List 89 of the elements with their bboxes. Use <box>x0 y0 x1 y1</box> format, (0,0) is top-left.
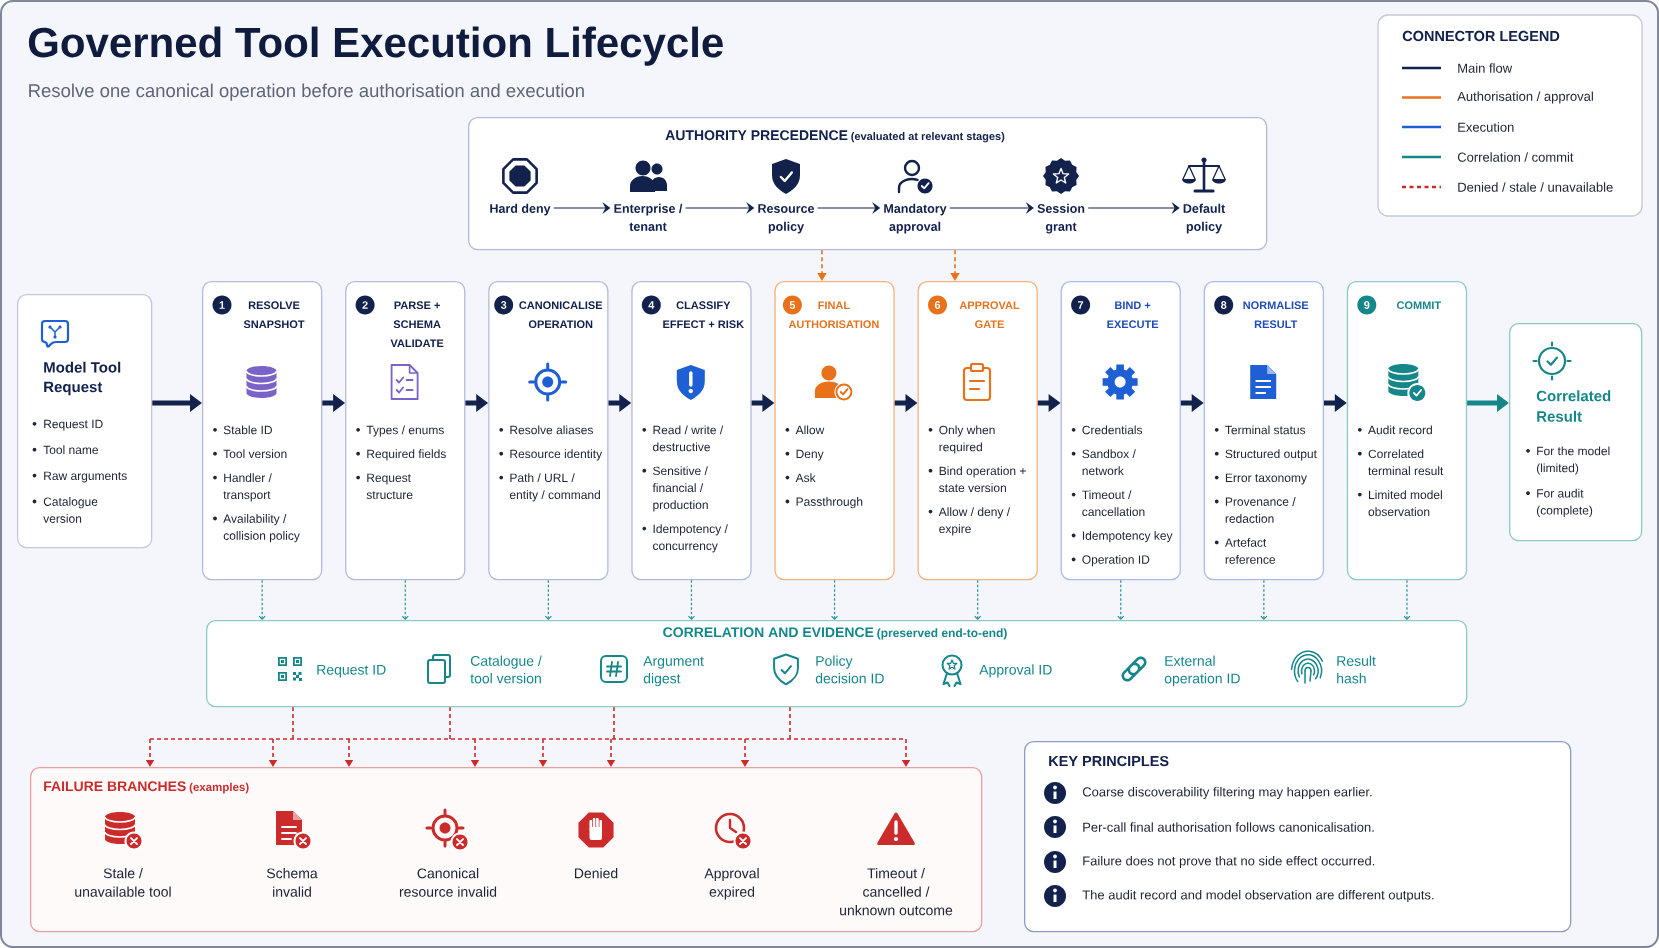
list-item: Sandbox / network <box>1082 449 1136 476</box>
dashed-arrow <box>817 249 827 281</box>
dashed-arrow <box>544 579 552 620</box>
item-label: Mandatory approval <box>884 203 947 234</box>
number-badge: 1 <box>212 295 232 315</box>
failure-label: Schema invalid <box>266 868 318 897</box>
principle-text: Coarse discoverability filtering may happen earlier. <box>1082 786 1372 800</box>
list-item: Tool version <box>223 449 287 459</box>
list-item: Request ID <box>44 419 103 431</box>
list-item: Allow <box>795 425 825 435</box>
evidence-label: Result hash <box>1337 655 1376 684</box>
list-item: Tool name <box>43 445 98 455</box>
legend-label: Correlation / commit <box>1457 152 1574 162</box>
dashed-arrow <box>401 579 409 620</box>
list-item: Error taxonomy <box>1225 473 1307 485</box>
list-item: Operation ID <box>1082 555 1150 567</box>
failure-label: Canonical resource invalid <box>399 868 497 897</box>
list-item: For audit (complete) <box>1536 488 1593 517</box>
dashed-arrow <box>687 579 696 620</box>
item-label: Hard deny <box>490 203 551 216</box>
dashed-arrow <box>1260 579 1268 620</box>
list-item: Timeout / cancellation <box>1082 490 1145 516</box>
list-item: Resource identity <box>510 449 603 461</box>
evidence-label: Request ID <box>317 664 386 678</box>
number-badge: 8 <box>1214 295 1234 315</box>
principle-text: Per-call final authorisation follows canonicalisation. <box>1083 822 1374 832</box>
legend-label: Main flow <box>1458 63 1513 73</box>
evidence-label: Policy decision ID <box>815 655 884 684</box>
evidence-label: External operation ID <box>1164 655 1240 687</box>
list-item: Sensitive / financial / production <box>652 466 708 512</box>
list-item: Audit record <box>1368 425 1432 435</box>
list-item: Credentials <box>1082 425 1143 435</box>
list-item: Allow / deny / expire <box>938 507 1011 536</box>
list-item: Limited model observation <box>1368 490 1442 516</box>
failure-label: Approval expired <box>704 868 759 900</box>
legend-label: Authorisation / approval <box>1457 91 1593 104</box>
evidence-label: Argument digest <box>643 656 704 687</box>
dashed-arrow <box>258 579 266 620</box>
principle-text: The audit record and model observation are different outputs. <box>1082 889 1434 903</box>
list-item: Idempotency key <box>1082 531 1173 543</box>
dashed-arrow <box>950 249 960 281</box>
dashed-arrow <box>830 579 839 620</box>
item-label: Enterprise / tenant <box>614 203 683 231</box>
list-item: Availability / collision policy <box>223 514 300 543</box>
list-item: Deny <box>796 449 824 461</box>
list-item: Provenance / redaction <box>1225 497 1296 523</box>
list-item: Resolve aliases <box>510 425 593 435</box>
number-badge: 2 <box>355 295 375 315</box>
number-badge: 4 <box>641 295 661 315</box>
item-label: Session grant <box>1037 203 1085 234</box>
number-badge: 7 <box>1071 295 1091 315</box>
item-label: Resource policy <box>758 204 815 234</box>
list-item: Handler / transport <box>223 473 272 502</box>
number-badge: 6 <box>928 295 947 315</box>
list-item: Request structure <box>366 473 413 499</box>
list-item: Types / enums <box>366 425 444 437</box>
evidence-label: Catalogue / tool version <box>470 655 542 684</box>
list-item: Artefact reference <box>1224 538 1276 564</box>
list-item: Correlated terminal result <box>1368 449 1444 476</box>
list-item: Stable ID <box>223 425 272 435</box>
dashed-arrow <box>1403 579 1411 620</box>
list-item: Terminal status <box>1225 425 1306 435</box>
list-item: Only when required <box>939 425 995 454</box>
legend-label: Denied / stale / unavailable <box>1458 182 1613 192</box>
number-badge: 5 <box>782 295 802 315</box>
list-item: Structured output <box>1225 449 1317 461</box>
failure-label: Timeout / cancelled / unknown outcome <box>840 868 953 916</box>
list-item: Required fields <box>367 449 446 461</box>
list-item: Ask <box>795 473 816 482</box>
title: Governed Tool Execution Lifecycle <box>28 26 723 66</box>
list-item: Read / write / destructive <box>653 425 724 452</box>
list-item: Path / URL / entity / command <box>509 473 600 502</box>
principle-text: Failure does not prove that no side effect occurred. <box>1083 855 1375 869</box>
number-badge: 3 <box>494 295 514 315</box>
list-item: Catalogue version <box>43 497 98 523</box>
failure-label: Stale / unavailable tool <box>75 868 171 897</box>
list-item: Bind operation + state version <box>939 466 1026 493</box>
dashed-arrow <box>1117 579 1125 620</box>
item-label: Default policy <box>1183 203 1226 234</box>
list-item: Idempotency / concurrency <box>653 524 728 553</box>
legend-label: Execution <box>1458 122 1514 132</box>
failure-label: Denied <box>574 868 618 879</box>
list-item: For the model (limited) <box>1536 446 1610 475</box>
list-item: Raw arguments <box>44 471 127 483</box>
list-item: Passthrough <box>796 497 863 509</box>
evidence-label: Approval ID <box>979 664 1052 678</box>
subtitle: Resolve one canonical operation before authorisation and execution <box>29 83 584 101</box>
dashed-arrow <box>974 579 982 620</box>
number-badge: 9 <box>1357 295 1377 315</box>
